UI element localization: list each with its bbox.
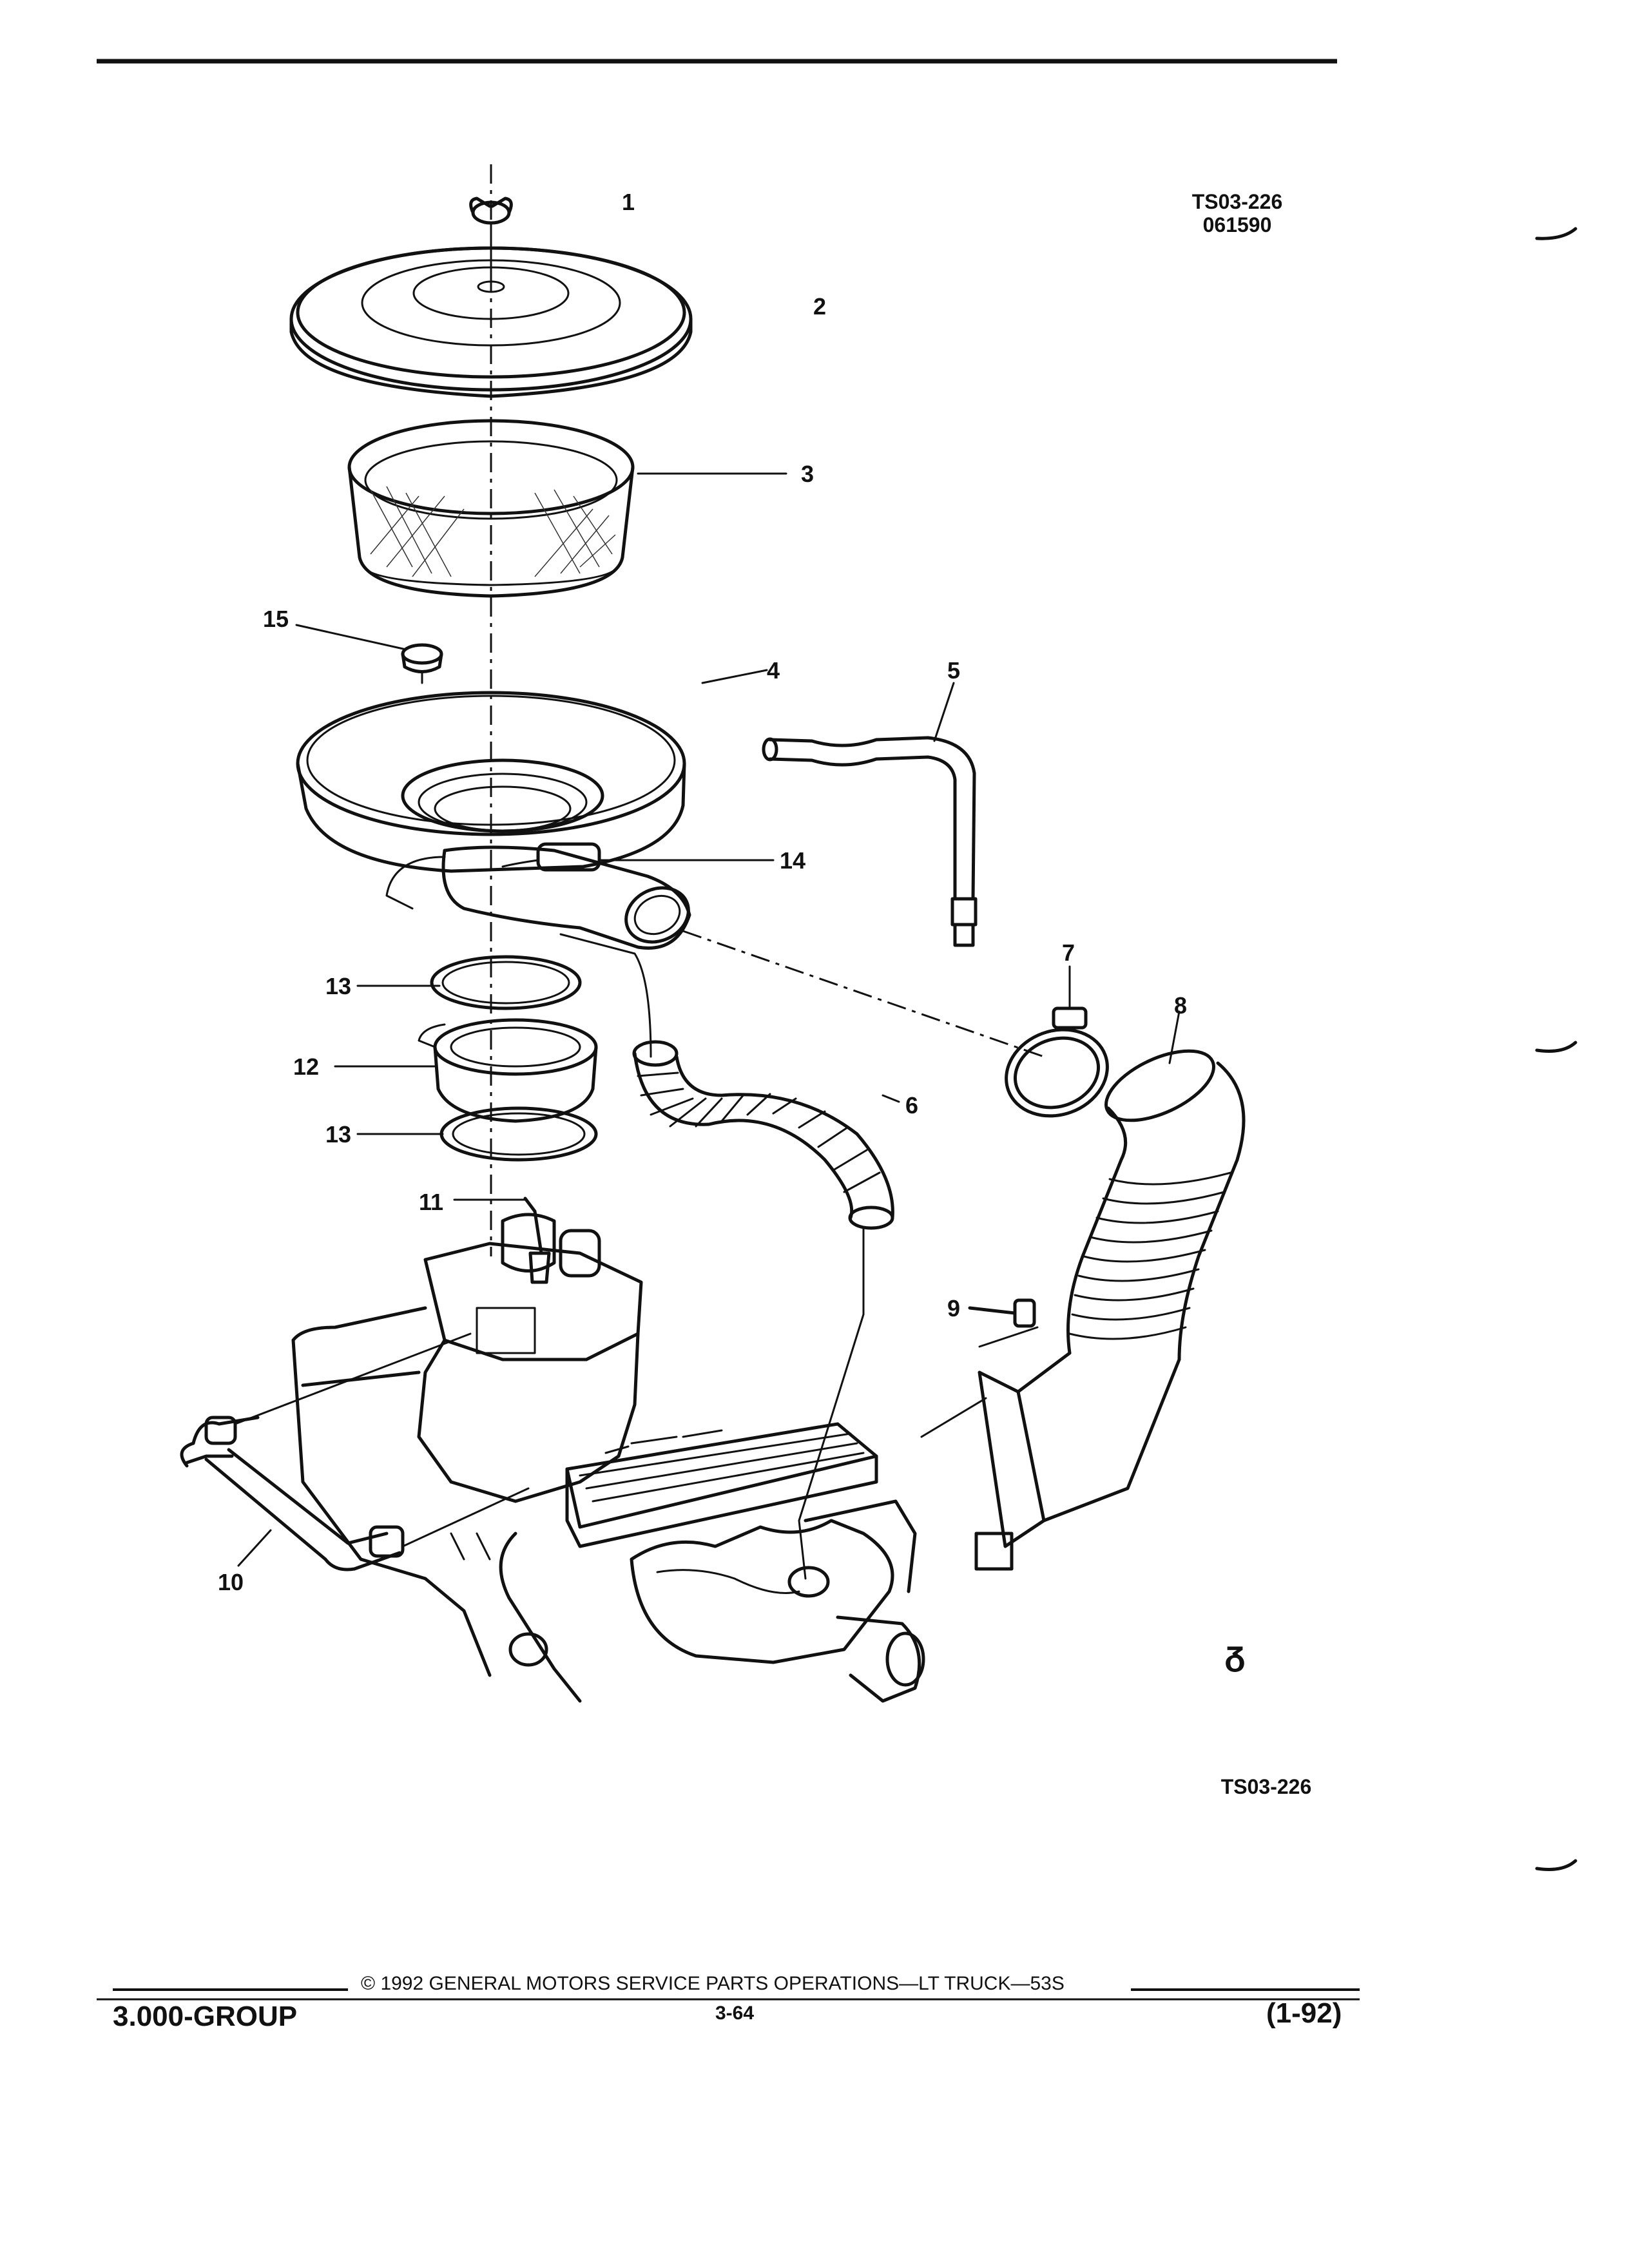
footer-revision: (1-92)	[1266, 1997, 1342, 2029]
margin-mark	[1535, 1041, 1577, 1053]
spacer-part	[418, 1018, 598, 1123]
callout-2: 2	[813, 293, 827, 320]
figure-id-text: TS03-226	[1191, 190, 1283, 213]
callout-6: 6	[905, 1092, 919, 1119]
leader-line	[237, 1529, 272, 1567]
gasket-upper-part	[430, 955, 582, 1010]
callout-12: 12	[293, 1053, 320, 1080]
leader-line	[295, 624, 407, 651]
callout-13-upper: 13	[325, 973, 352, 999]
footer-page-number: 3-64	[715, 2003, 755, 2024]
hose-clamp-part	[1005, 1006, 1109, 1118]
air-cleaner-base-part	[296, 691, 691, 950]
air-filter-element-part	[347, 419, 635, 598]
leader-line	[701, 669, 768, 684]
callout-4: 4	[767, 657, 780, 684]
corrugated-hose-part	[559, 933, 894, 1580]
intake-duct-part	[974, 1049, 1246, 1571]
figure-id-bottom: TS03-226	[1220, 1775, 1312, 1798]
callout-15: 15	[263, 606, 289, 632]
leader-line	[1168, 1010, 1181, 1064]
stud-part	[523, 1196, 551, 1284]
callout-11: 11	[419, 1189, 444, 1215]
margin-mark	[1535, 1859, 1577, 1871]
figure-date-code: 061590	[1202, 213, 1272, 236]
bolt-part	[920, 1298, 1039, 1438]
hose-part	[762, 736, 978, 947]
figure-id-top: TS03-226 061590	[1179, 190, 1295, 236]
figure-mark: ᵹ	[1224, 1634, 1246, 1673]
callout-13-lower: 13	[325, 1121, 352, 1148]
callout-7: 7	[1062, 939, 1075, 966]
leader-line	[882, 1094, 900, 1103]
callout-5: 5	[947, 657, 961, 684]
gasket-lower-part	[439, 1106, 598, 1162]
air-cleaner-cover-part	[289, 246, 693, 398]
margin-mark	[1535, 227, 1577, 240]
engine-assembly	[291, 1213, 925, 1703]
callout-8: 8	[1174, 992, 1188, 1019]
footer-group: 3.000-GROUP	[113, 2001, 298, 2032]
callout-1: 1	[622, 189, 635, 215]
callout-14: 14	[780, 847, 806, 874]
pcv-tube-part	[180, 1332, 530, 1571]
callout-10: 10	[218, 1569, 244, 1595]
leader-line	[933, 682, 955, 742]
wing-nut-part	[469, 197, 513, 285]
grommet-part	[401, 643, 443, 684]
footer-copyright: © 1992 GENERAL MOTORS SERVICE PARTS OPER…	[361, 1973, 1065, 1994]
callout-9: 9	[947, 1295, 961, 1321]
callout-3: 3	[801, 461, 815, 487]
